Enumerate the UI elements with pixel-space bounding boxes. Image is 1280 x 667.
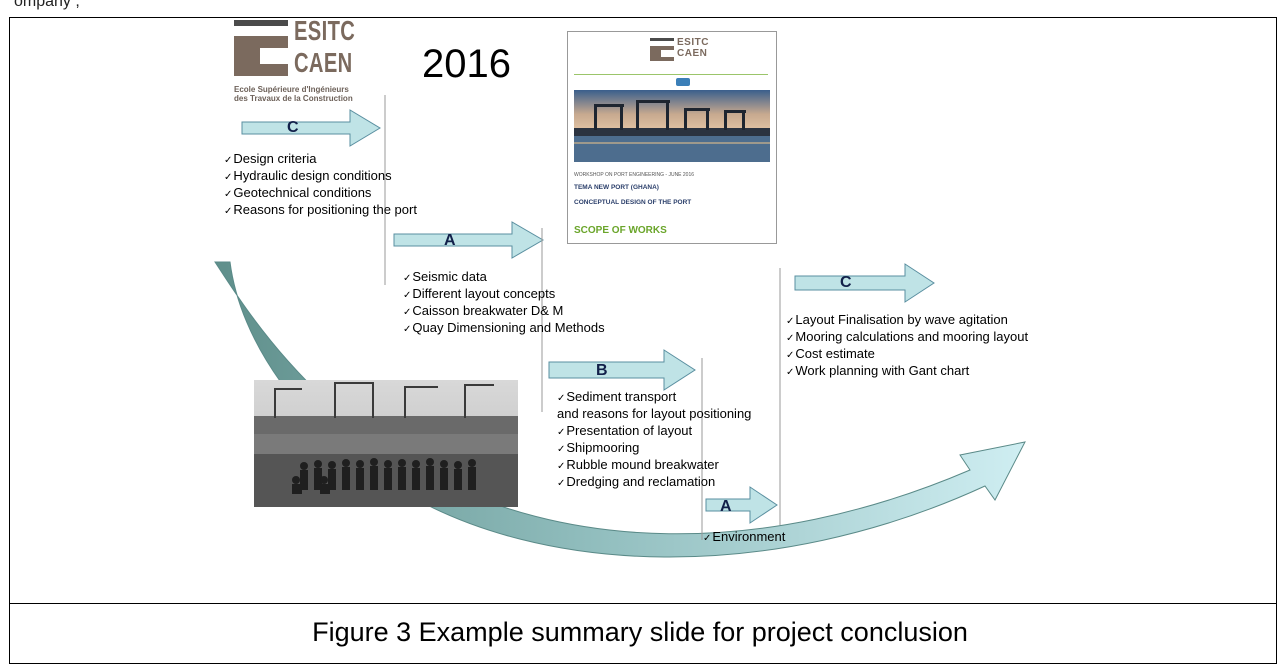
- logo-line2: CAEN: [294, 47, 353, 78]
- step-arrow-4: [705, 486, 778, 524]
- list-item: Seismic data: [403, 269, 605, 286]
- list-item: Design criteria: [224, 151, 417, 168]
- step-3-list: Sediment transport and reasons for layou…: [557, 389, 751, 491]
- cover-logo-mark: [650, 38, 674, 61]
- step-label-3: B: [596, 362, 608, 379]
- group-photo-image: [254, 380, 518, 507]
- list-item: Presentation of layout: [557, 423, 751, 440]
- cover-scope-label: SCOPE OF WORKS: [574, 225, 667, 236]
- logo-subtitle-1: Ecole Supérieure d'Ingénieurs: [234, 85, 349, 94]
- caption-divider: [9, 603, 1277, 604]
- continuation-text: and reasons for layout positioning: [557, 406, 752, 421]
- year-label: 2016: [422, 42, 511, 86]
- step-arrow-2: [393, 221, 544, 259]
- list-item-continuation: and reasons for layout positioning: [557, 406, 751, 423]
- step-label-2: A: [444, 232, 456, 249]
- cover-title-2: CONCEPTUAL DESIGN OF THE PORT: [574, 199, 692, 206]
- figure-caption: Figure 3 Example summary slide for proje…: [312, 617, 968, 647]
- report-cover-thumbnail: ESITC CAEN WORKSHOP ON PORT ENGINEERING …: [567, 31, 777, 244]
- list-item: Rubble mound breakwater: [557, 457, 751, 474]
- list-item: Layout Finalisation by wave agitation: [786, 312, 1028, 329]
- list-item: Dredging and reclamation: [557, 474, 751, 491]
- step-2-list: Seismic data Different layout concepts C…: [403, 269, 605, 337]
- step-label-1: C: [287, 119, 299, 136]
- list-item: Environment: [703, 529, 785, 546]
- list-item: Shipmooring: [557, 440, 751, 457]
- cropped-header-text: ompany ,: [14, 0, 80, 10]
- step-1-list: Design criteria Hydraulic design conditi…: [224, 151, 417, 219]
- step-arrow-1: [241, 109, 381, 147]
- cover-workshop-line: WORKSHOP ON PORT ENGINEERING - JUNE 2016: [574, 172, 695, 178]
- figure-frame: [9, 17, 1277, 664]
- cover-partner-logo: [676, 78, 690, 86]
- list-item: Sediment transport: [557, 389, 751, 406]
- list-item: Quay Dimensioning and Methods: [403, 320, 604, 337]
- logo-subtitle-2: des Travaux de la Construction: [234, 94, 353, 103]
- step-label-5: C: [840, 274, 852, 291]
- list-item: Geotechnical conditions: [224, 185, 417, 202]
- esitc-logo: ESITC CAEN Ecole Supérieure d'Ingénieurs…: [232, 15, 364, 104]
- cover-title-1: TEMA NEW PORT (GHANA): [574, 184, 659, 191]
- cover-logo-line2: CAEN: [677, 48, 708, 59]
- list-item: Hydraulic design conditions: [224, 168, 417, 185]
- cover-harbour-image: [574, 90, 770, 162]
- cover-logo-line1: ESITC: [677, 37, 709, 48]
- list-item: Mooring calculations and mooring layout: [786, 329, 1028, 346]
- logo-mark: [234, 20, 288, 76]
- cover-rule: [574, 74, 768, 75]
- step-label-4: A: [720, 498, 732, 515]
- list-item: Work planning with Gant chart: [786, 363, 1028, 380]
- list-item: Different layout concepts: [403, 286, 605, 303]
- group-photo: [254, 380, 518, 507]
- list-item: Reasons for positioning the port: [224, 202, 417, 219]
- list-item: Cost estimate: [786, 346, 1028, 363]
- step-arrow-5: [794, 263, 935, 303]
- step-4-list: Environment: [703, 529, 785, 546]
- list-item: Caisson breakwater D& M: [403, 303, 605, 320]
- logo-line1: ESITC: [294, 15, 356, 46]
- step-5-list: Layout Finalisation by wave agitation Mo…: [786, 312, 1028, 380]
- step-arrow-3: [548, 349, 696, 391]
